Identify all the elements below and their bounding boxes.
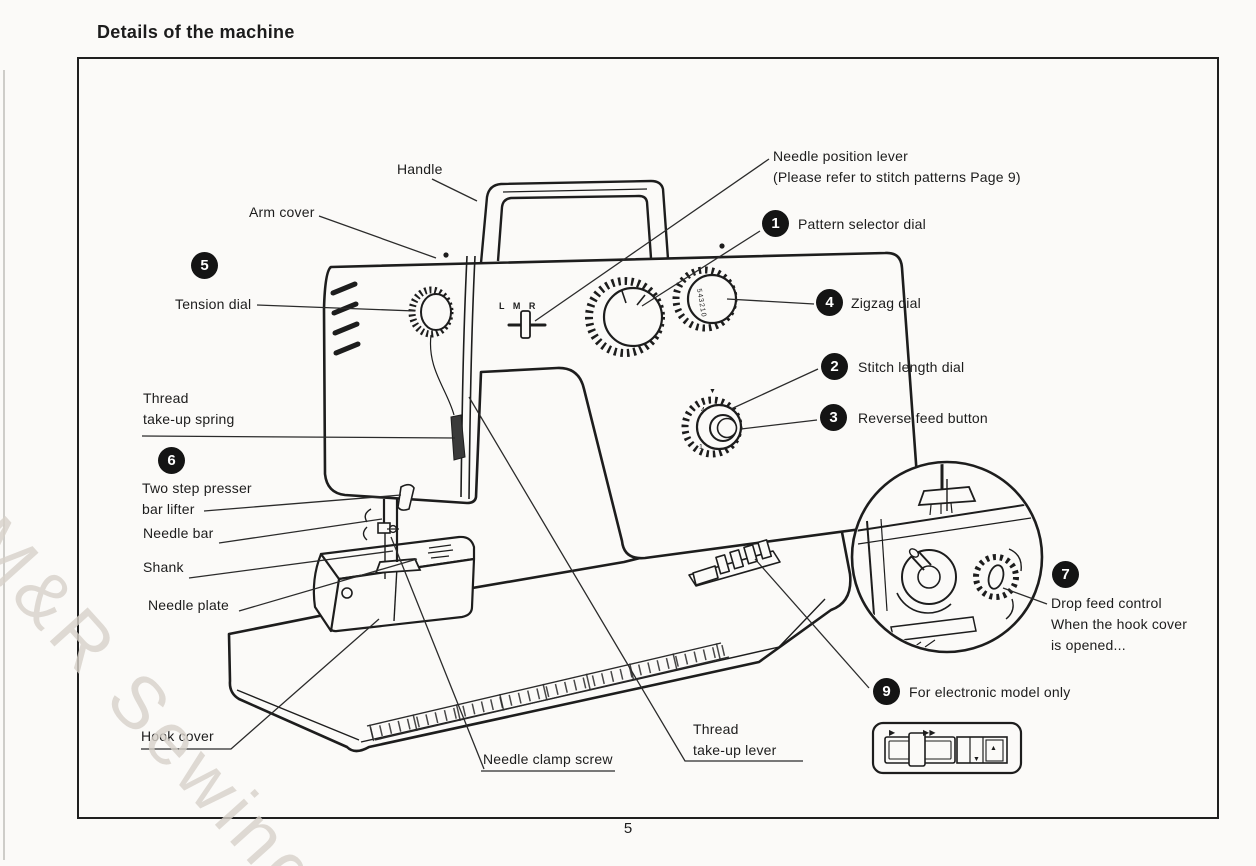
base-buttons: [688, 539, 781, 587]
callout-needle-bar: Needle bar: [143, 525, 214, 541]
presser-foot: [374, 558, 422, 574]
spool-pin-hole: [719, 243, 725, 249]
callout-tension-dial: Tension dial: [175, 296, 252, 312]
callout-badge-4: 4: [816, 289, 843, 316]
zigzag-dial: 543210: [672, 266, 738, 332]
callout-badge-5: 5: [191, 252, 218, 279]
bed-block: [312, 535, 476, 633]
spool-pin-hole: [443, 252, 449, 258]
callout-pattern-selector-dial: Pattern selector dial: [798, 216, 926, 232]
callout-needle-plate: Needle plate: [148, 597, 230, 613]
svg-text:4: 4: [701, 407, 705, 414]
machine-base: [227, 515, 852, 753]
callout-badge-7: 7: [1052, 561, 1079, 588]
callout-thread-take-up-lever: Thread take-up lever: [693, 721, 777, 758]
callout-needle-clamp-screw: Needle clamp screw: [483, 751, 613, 767]
svg-text:▼: ▼: [709, 388, 716, 395]
speed-slider-handle: [908, 732, 926, 767]
scan-edge: [3, 70, 5, 860]
callout-electronic-model: For electronic model only: [909, 684, 1071, 700]
reverse-feed-button: [709, 414, 738, 442]
callout-handle: Handle: [397, 161, 443, 177]
inset-drop-feed-knob: [973, 548, 1022, 620]
speed-control-panel: ▶ ▶ ▶ ▼ ▲: [871, 721, 1023, 775]
inset-bobbin: [896, 548, 957, 614]
callout-presser-bar-lifter: Two step presser bar lifter: [142, 480, 252, 517]
down-icon: ▼: [973, 756, 980, 763]
callout-drop-feed-control: Drop feed control When the hook cover is…: [1051, 595, 1188, 653]
callout-badge-9: 9: [873, 678, 900, 705]
needle-position-lever: L M R: [499, 301, 547, 339]
callout-badge-2: 2: [821, 353, 848, 380]
tension-dial: [408, 286, 454, 338]
up-icon: ▲: [990, 745, 997, 752]
inset-presser-foot: [917, 464, 977, 516]
seam-ruler: [366, 641, 730, 742]
callout-thread-take-up-spring: Thread take-up spring: [143, 390, 235, 427]
slow-icon: ▶: [889, 728, 896, 737]
callout-arm-cover: Arm cover: [249, 204, 315, 220]
callout-shank: Shank: [143, 559, 184, 575]
callout-hook-cover: Hook cover: [141, 728, 214, 744]
svg-text:L M R: L M R: [499, 301, 538, 311]
svg-text:1: 1: [699, 444, 703, 451]
stitch-length-dial: ▼ 4 1: [681, 388, 743, 458]
diagram-frame: L M R 543210 ▼: [77, 57, 1219, 819]
svg-text:543210: 543210: [695, 288, 707, 318]
callout-needle-position-lever: Needle position lever (Please refer to s…: [773, 148, 1021, 185]
callout-stitch-length-dial: Stitch length dial: [858, 359, 965, 375]
callout-badge-1: 1: [762, 210, 789, 237]
machine-illustration: L M R 543210 ▼: [141, 158, 1048, 775]
fast-icon: ▶ ▶: [923, 728, 936, 737]
page-title: Details of the machine: [97, 22, 295, 42]
callout-reverse-feed-button: Reverse feed button: [858, 410, 988, 426]
callout-badge-6: 6: [158, 447, 185, 474]
leader-lines: [141, 158, 1048, 772]
presser-bar-lifter: [397, 483, 415, 511]
front-controls: L M R 543210 ▼: [499, 266, 743, 458]
page-number: 5: [623, 820, 633, 837]
take-up-spring: [450, 414, 466, 461]
bed-screw-hole: [341, 587, 353, 599]
callout-zigzag-dial: Zigzag dial: [851, 295, 921, 311]
carry-handle: [479, 179, 670, 264]
needle-assembly: [362, 483, 422, 579]
hook-detail-inset: [850, 460, 1044, 654]
callout-badge-3: 3: [820, 404, 847, 431]
